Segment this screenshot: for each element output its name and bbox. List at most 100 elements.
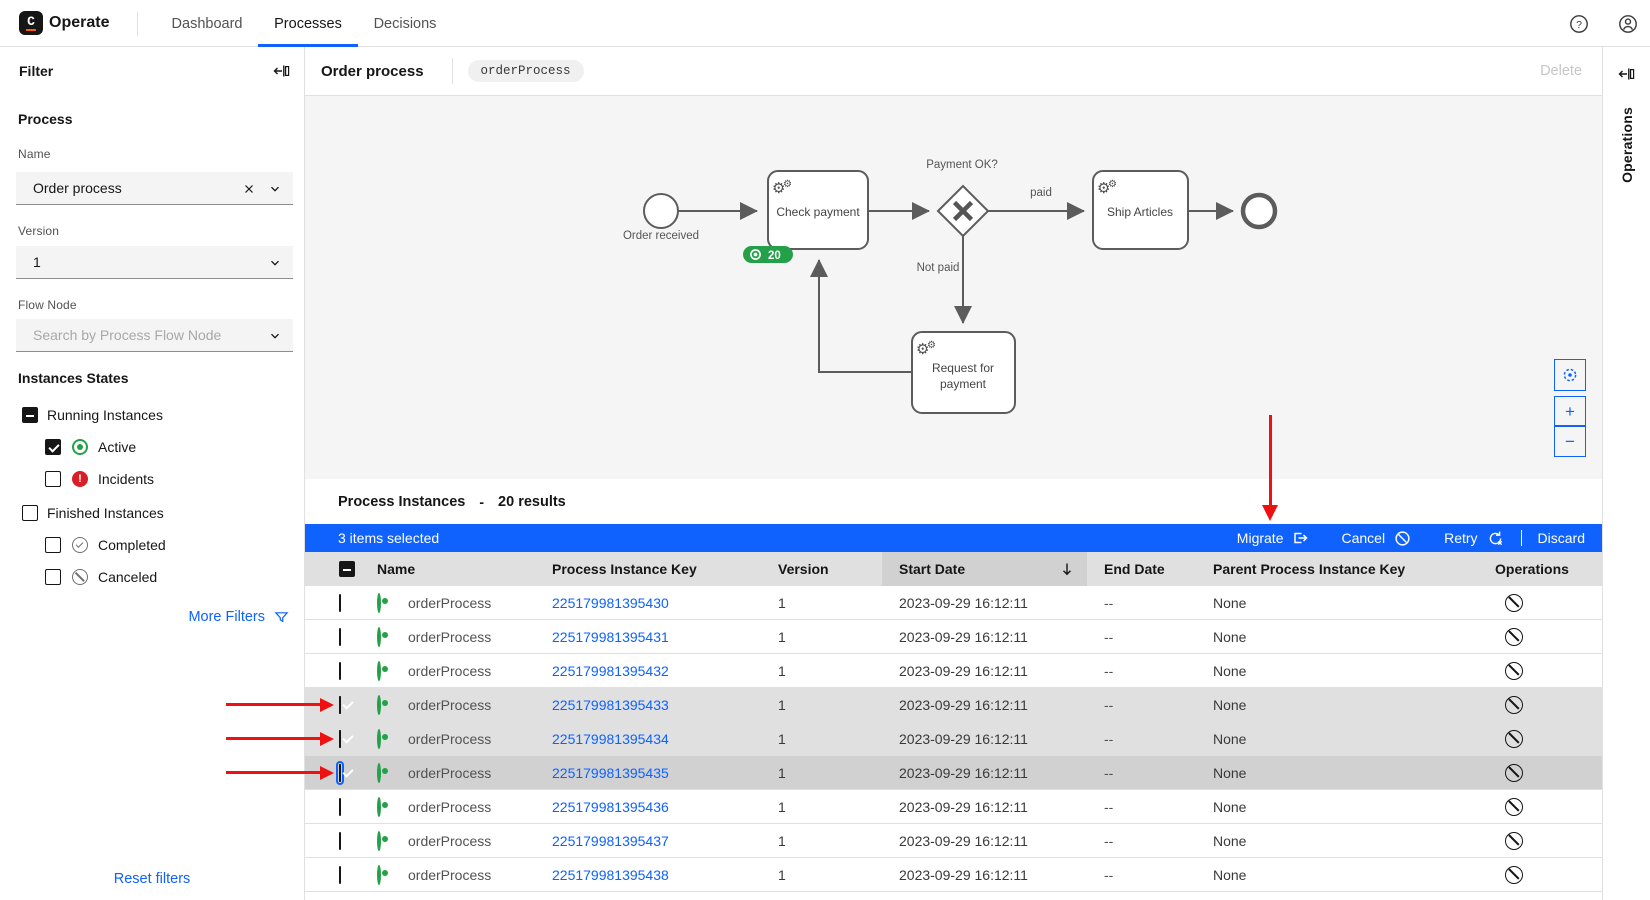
- row-checkbox[interactable]: [339, 729, 341, 748]
- operation-cancel-icon[interactable]: [1505, 729, 1523, 748]
- version-select[interactable]: 1: [16, 246, 293, 279]
- table-row[interactable]: orderProcess 225179981395432 1 2023-09-2…: [305, 654, 1602, 688]
- operation-cancel-icon[interactable]: [1505, 695, 1523, 714]
- diagram-reset-button[interactable]: [1554, 359, 1586, 391]
- column-header-version[interactable]: Version: [778, 561, 829, 577]
- row-instance-key-link[interactable]: 225179981395432: [552, 662, 669, 679]
- row-checkbox[interactable]: [339, 831, 341, 850]
- process-name-select[interactable]: Order process: [16, 172, 293, 205]
- migrate-button[interactable]: Migrate: [1237, 530, 1309, 546]
- column-header-operations: Operations: [1495, 561, 1569, 577]
- row-parent-key: None: [1213, 866, 1247, 883]
- discard-button[interactable]: Discard: [1537, 530, 1585, 546]
- row-checkbox[interactable]: [339, 627, 341, 646]
- annotation-arrow-migrate: [1269, 415, 1272, 507]
- task-request-for-payment[interactable]: ⚙⚙ Request for payment: [911, 331, 1016, 414]
- column-header-start-date[interactable]: Start Date: [882, 552, 1087, 586]
- operation-cancel-icon[interactable]: [1505, 831, 1523, 850]
- zoom-out-button[interactable]: −: [1554, 426, 1586, 457]
- table-row[interactable]: orderProcess 225179981395430 1 2023-09-2…: [305, 586, 1602, 620]
- user-icon[interactable]: [1618, 14, 1638, 34]
- finished-instances-checkbox[interactable]: [22, 505, 38, 521]
- task-ship-articles[interactable]: ⚙⚙ Ship Articles: [1092, 170, 1189, 250]
- active-state-icon: [377, 864, 381, 885]
- cancel-button[interactable]: Cancel: [1341, 530, 1411, 547]
- row-process-name: orderProcess: [408, 764, 492, 781]
- instances-title: Process Instances: [338, 493, 466, 510]
- row-checkbox[interactable]: [339, 661, 341, 680]
- table-row[interactable]: orderProcess 225179981395433 1 2023-09-2…: [305, 688, 1602, 722]
- operation-cancel-icon[interactable]: [1505, 593, 1523, 612]
- running-instances-checkbox[interactable]: [22, 407, 38, 423]
- operation-cancel-icon[interactable]: [1505, 797, 1523, 816]
- operation-cancel-icon[interactable]: [1505, 627, 1523, 646]
- table-row[interactable]: orderProcess 225179981395437 1 2023-09-2…: [305, 824, 1602, 858]
- operation-cancel-icon[interactable]: [1505, 661, 1523, 680]
- service-task-icon: ⚙⚙: [1097, 179, 1117, 197]
- row-instance-key-link[interactable]: 225179981395433: [552, 696, 669, 713]
- svg-text:Request for: Request for: [932, 361, 994, 375]
- active-checkbox[interactable]: [45, 439, 61, 455]
- reset-filters-button[interactable]: Reset filters: [113, 871, 191, 887]
- operations-panel-title: Operations: [1619, 107, 1635, 183]
- tab-dashboard[interactable]: Dashboard: [171, 15, 243, 32]
- table-row[interactable]: orderProcess 225179981395438 1 2023-09-2…: [305, 858, 1602, 892]
- column-header-key[interactable]: Process Instance Key: [552, 561, 697, 577]
- row-process-name: orderProcess: [408, 730, 492, 747]
- collapse-panel-icon[interactable]: [272, 62, 290, 80]
- completed-state-icon: [72, 537, 88, 553]
- more-filters-button[interactable]: More Filters: [188, 609, 289, 625]
- row-checkbox[interactable]: [339, 865, 341, 884]
- table-row[interactable]: orderProcess 225179981395431 1 2023-09-2…: [305, 620, 1602, 654]
- clear-selection-icon[interactable]: [243, 182, 255, 194]
- chevron-down-icon[interactable]: [269, 256, 281, 268]
- filter-funnel-icon: [274, 611, 289, 622]
- row-start-date: 2023-09-29 16:12:11: [899, 662, 1028, 679]
- row-instance-key-link[interactable]: 225179981395430: [552, 594, 669, 611]
- chevron-down-icon[interactable]: [269, 329, 281, 341]
- task-check-payment[interactable]: ⚙⚙ Check payment: [767, 170, 869, 250]
- operation-cancel-icon[interactable]: [1505, 763, 1523, 782]
- column-header-name[interactable]: Name: [377, 561, 416, 577]
- completed-checkbox[interactable]: [45, 537, 61, 553]
- row-checkbox[interactable]: [336, 760, 344, 785]
- row-instance-key-link[interactable]: 225179981395435: [552, 764, 669, 781]
- table-row[interactable]: orderProcess 225179981395434 1 2023-09-2…: [305, 722, 1602, 756]
- select-all-checkbox[interactable]: [339, 561, 355, 577]
- column-header-parent-key[interactable]: Parent Process Instance Key: [1213, 561, 1406, 577]
- row-checkbox[interactable]: [339, 593, 341, 612]
- table-row[interactable]: orderProcess 225179981395436 1 2023-09-2…: [305, 790, 1602, 824]
- table-row[interactable]: orderProcess 225179981395435 1 2023-09-2…: [305, 756, 1602, 790]
- operations-panel-collapsed[interactable]: Operations: [1602, 47, 1650, 900]
- gateway-payment-ok[interactable]: Payment OK?: [926, 159, 998, 238]
- row-checkbox[interactable]: [339, 695, 341, 714]
- tab-decisions[interactable]: Decisions: [373, 15, 437, 32]
- incident-state-icon: !: [72, 471, 88, 487]
- process-panel-header: Order process orderProcess Delete: [305, 47, 1602, 96]
- expand-panel-icon[interactable]: [1617, 65, 1635, 83]
- row-checkbox[interactable]: [339, 797, 341, 816]
- start-event-order-received[interactable]: Order received: [623, 193, 699, 242]
- filter-title: Filter: [19, 63, 54, 79]
- main-tabs: Dashboard Processes Decisions: [156, 0, 452, 47]
- delete-button[interactable]: Delete: [1540, 63, 1582, 79]
- row-instance-key-link[interactable]: 225179981395438: [552, 866, 669, 883]
- row-instance-key-link[interactable]: 225179981395431: [552, 628, 669, 645]
- tab-processes[interactable]: Processes: [258, 0, 358, 47]
- retry-button[interactable]: Retry: [1444, 530, 1503, 547]
- row-instance-key-link[interactable]: 225179981395436: [552, 798, 669, 815]
- help-icon[interactable]: ?: [1569, 14, 1589, 34]
- row-start-date: 2023-09-29 16:12:11: [899, 798, 1028, 815]
- flow-node-select[interactable]: Search by Process Flow Node: [16, 319, 293, 352]
- canceled-checkbox[interactable]: [45, 569, 61, 585]
- bpmn-canvas[interactable]: Order received ⚙⚙ Check payment 20: [305, 96, 1602, 479]
- zoom-in-button[interactable]: +: [1554, 396, 1586, 426]
- chevron-down-icon[interactable]: [269, 182, 281, 194]
- incidents-checkbox[interactable]: [45, 471, 61, 487]
- column-header-end-date[interactable]: End Date: [1104, 561, 1165, 577]
- row-instance-key-link[interactable]: 225179981395434: [552, 730, 669, 747]
- operation-cancel-icon[interactable]: [1505, 865, 1523, 884]
- row-instance-key-link[interactable]: 225179981395437: [552, 832, 669, 849]
- end-event[interactable]: [1240, 192, 1278, 230]
